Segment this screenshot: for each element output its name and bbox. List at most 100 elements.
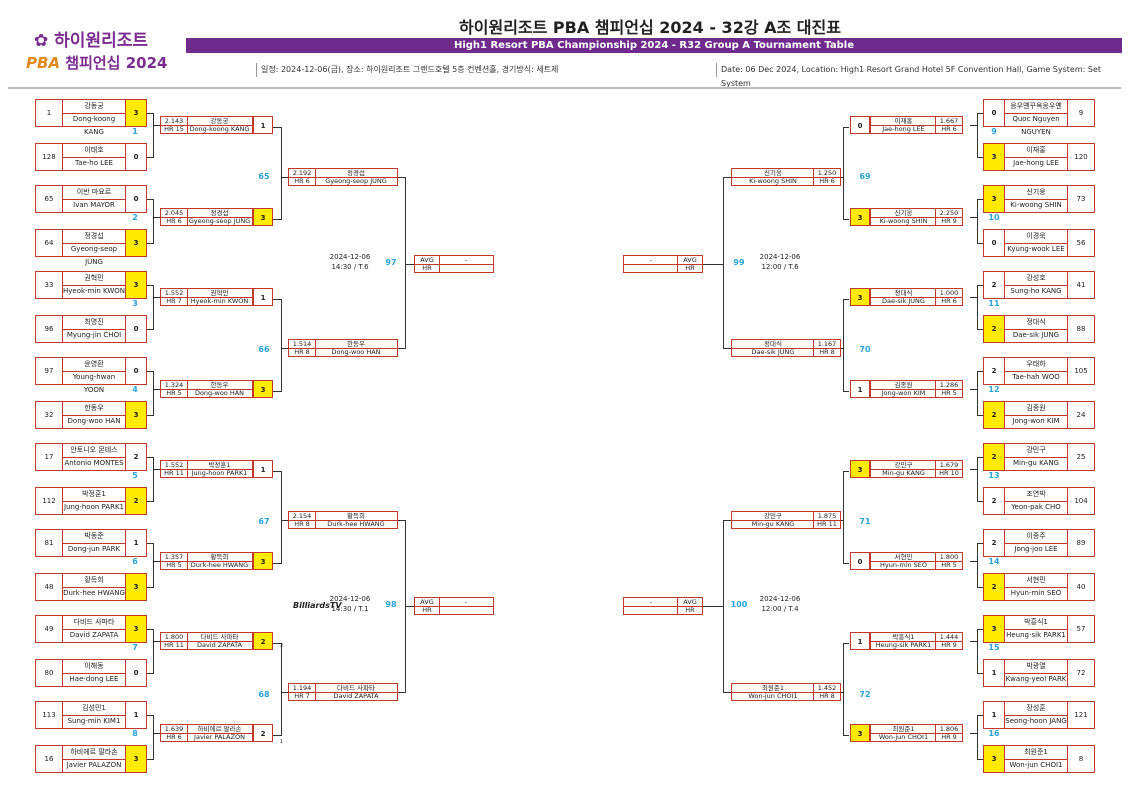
set-score: 0 [125,316,146,342]
seed-number: 65 [36,186,63,212]
player-name-en: Jung-hoon PARK1 [63,503,125,511]
hr-label: HR [677,606,702,614]
player-name-en: Gyeong-seop JUNG [188,217,251,225]
set-score: 1 [125,530,146,556]
bracket-line [970,217,977,218]
player-name-ko: 박정훈1 [187,461,252,470]
bracket-line [977,243,983,244]
bracket-line [405,606,414,607]
hr-label: HR [415,264,440,272]
player-name-en: Sung-ho KANG [1010,287,1062,295]
bracket-line [977,457,978,502]
player-name-en: Jae-hong LEE [1013,159,1059,167]
player-name-en: Heung-sik PARK1 [875,641,932,649]
bracket-line [843,299,844,392]
set-score: 3 [125,402,146,428]
seed-number: 88 [1067,316,1094,342]
seed-number: 24 [1067,402,1094,428]
average: 1.286 [935,381,962,390]
player-name-ko: 다비드 사파타 [187,633,252,642]
seed-number: 128 [36,144,63,170]
player-name-ko: 다비드 사파타 [62,616,126,630]
player-name-ko: 신기웅 [871,209,936,218]
bracket-line [273,219,281,220]
bracket-line [153,733,160,734]
set-score: 2 [984,488,1005,514]
tiebreak-mark: 1 [280,739,284,745]
player-name-en: Dae-sik JUNG [1012,331,1060,339]
high-run: HR 6 [935,125,962,133]
bracket-line [723,177,724,349]
bracket-line [843,643,849,644]
bracket-line [153,297,160,298]
player-name-en: Kwang-yeol PARK [1005,675,1067,683]
match-number: 11 [988,299,1000,308]
player-name-ko: 박광열 [1004,660,1068,674]
page-title: 하이원리조트 PBA 챔피언십 2024 - 32강 A조 대진표 [459,18,841,37]
bracket-line [970,297,977,298]
set-score: 1 [253,116,273,134]
